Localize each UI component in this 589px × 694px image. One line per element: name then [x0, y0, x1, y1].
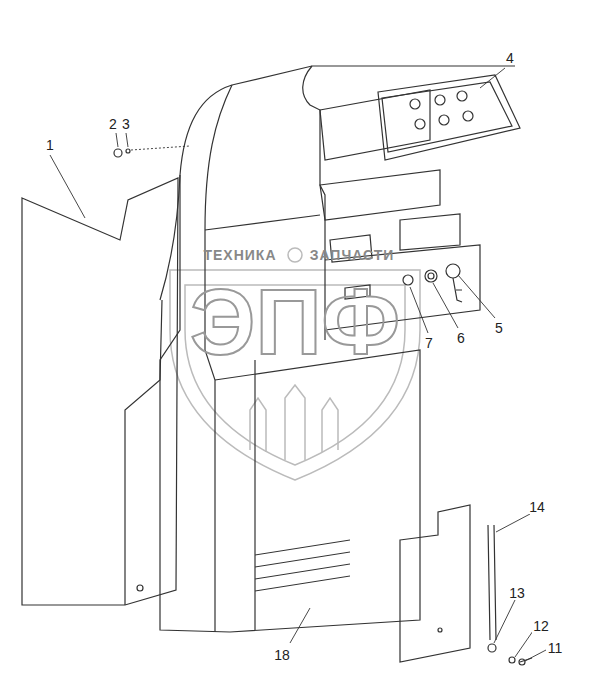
- callout-number: 2: [108, 117, 118, 131]
- callout-number: 13: [508, 586, 526, 600]
- callout-number: 7: [424, 336, 434, 350]
- callout-number: 14: [528, 500, 546, 514]
- watermark-text: ЗАПЧАСТИ: [310, 248, 395, 262]
- callout-number: 4: [505, 51, 515, 65]
- callout-number: 1: [45, 138, 55, 152]
- watermark-logo: ЭПФ: [190, 276, 400, 368]
- watermark-text: ТЕХНИКА: [203, 248, 276, 262]
- callout-number: 12: [532, 619, 550, 633]
- callout-number: 5: [494, 321, 504, 335]
- callout-number: 18: [273, 648, 291, 662]
- callout-number: 6: [456, 331, 466, 345]
- callout-number: 3: [121, 117, 131, 131]
- callout-number: 11: [547, 641, 564, 655]
